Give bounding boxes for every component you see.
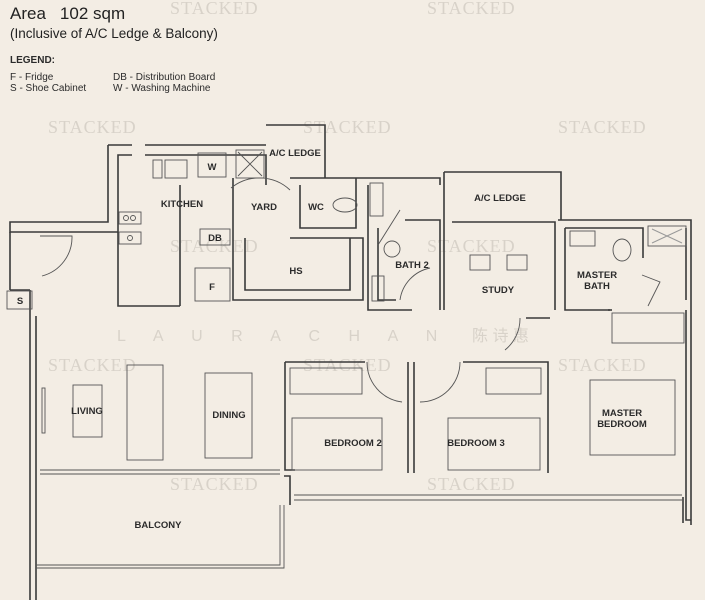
legend-item: F - Fridge: [10, 72, 54, 83]
room-labels: A/C LEDGE A/C LEDGE W KITCHEN YARD WC DB…: [17, 148, 647, 531]
svg-text:STACKED: STACKED: [170, 474, 259, 494]
label-living: LIVING: [71, 406, 103, 417]
label-w: W: [208, 162, 217, 173]
label-db: DB: [208, 233, 222, 244]
legend-item: DB - Distribution Board: [113, 72, 216, 83]
label-wc: WC: [308, 202, 324, 213]
label-master-bedroom: BEDROOM: [597, 419, 647, 430]
inclusive-note: (Inclusive of A/C Ledge & Balcony): [10, 26, 218, 41]
legend-item: W - Washing Machine: [113, 83, 211, 94]
plan-header: Area 102 sqm (Inclusive of A/C Ledge & Ba…: [10, 4, 218, 94]
svg-text:STACKED: STACKED: [170, 0, 259, 18]
svg-text:STACKED: STACKED: [303, 117, 392, 137]
label-fridge: F: [209, 282, 215, 293]
label-master-bedroom: MASTER: [602, 408, 642, 419]
area-label: Area: [10, 4, 46, 23]
area-value: 102 sqm: [59, 4, 126, 23]
legend: F - Fridge DB - Distribution Board S - S…: [10, 72, 218, 94]
svg-text:STACKED: STACKED: [427, 0, 516, 18]
label-kitchen: KITCHEN: [161, 199, 203, 210]
label-bath2: BATH 2: [395, 260, 429, 271]
svg-text:陈 诗 惠: 陈 诗 惠: [472, 327, 529, 345]
label-dining: DINING: [212, 410, 245, 421]
svg-text:L A U R A C H A N: L A U R A C H A N: [117, 328, 449, 345]
watermarks: STACKED STACKED STACKED STACKED STACKED …: [48, 0, 647, 494]
label-master-bath: MASTER: [577, 270, 617, 281]
svg-text:STACKED: STACKED: [427, 474, 516, 494]
svg-text:STACKED: STACKED: [48, 355, 137, 375]
svg-text:STACKED: STACKED: [48, 117, 137, 137]
fixtures: [6, 149, 687, 471]
label-balcony: BALCONY: [135, 520, 183, 531]
svg-text:STACKED: STACKED: [558, 355, 647, 375]
legend-title: LEGEND:: [10, 55, 55, 66]
label-ac-ledge: A/C LEDGE: [474, 193, 526, 204]
label-ac-ledge: A/C LEDGE: [269, 148, 321, 159]
svg-text:STACKED: STACKED: [558, 117, 647, 137]
area-line: Area 102 sqm: [10, 4, 218, 24]
label-bedroom3: BEDROOM 3: [447, 438, 505, 449]
svg-text:STACKED: STACKED: [427, 236, 516, 256]
svg-text:STACKED: STACKED: [303, 355, 392, 375]
label-shoe-cabinet: S: [17, 296, 23, 307]
label-hs: HS: [289, 266, 302, 277]
label-bedroom2: BEDROOM 2: [324, 438, 382, 449]
label-study: STUDY: [482, 285, 515, 296]
svg-text:STACKED: STACKED: [170, 236, 259, 256]
label-master-bath: BATH: [584, 281, 610, 292]
label-yard: YARD: [251, 202, 277, 213]
legend-item: S - Shoe Cabinet: [10, 83, 87, 94]
